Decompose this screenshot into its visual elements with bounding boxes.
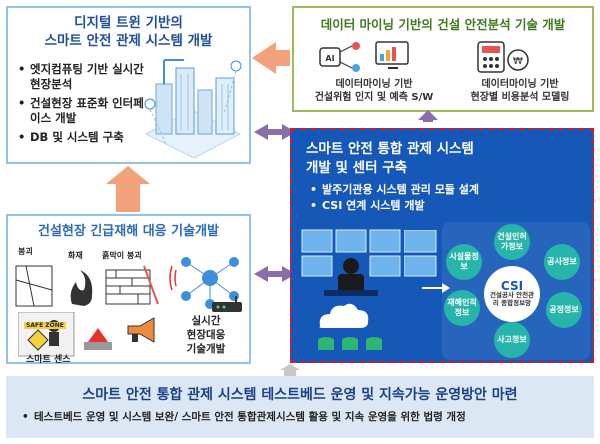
control-room-illustration: [301, 229, 401, 350]
center-title-line1: 스마트 안전 통합 관제 시스템: [306, 141, 474, 157]
ai-text: AI: [325, 54, 334, 63]
cost-calculator-icon: ₩: [477, 41, 529, 73]
csi-title: CSI: [500, 279, 524, 293]
digital-twin-item: 엣지컴퓨팅 기반 실시간 현장분석: [18, 62, 148, 92]
testbed-item: 테스트베드 운영 및 시스템 보완/ 스마트 안전 통합관제시스템 활용 및 지…: [22, 410, 466, 425]
center-title-line2: 개발 및 센터 구축: [306, 160, 408, 176]
center-twin-double-arrow: [254, 124, 296, 140]
testbed-operation-box: 스마트 안전 통합 관제 시스템 테스트베드 운영 및 지속가능 운영방안 마련…: [6, 376, 594, 438]
mining-right-label-line2: 현장별 비용분석 모델링: [470, 92, 570, 103]
center-item: 발주기관용 시스템 관리 모듈 설계: [310, 182, 479, 197]
router-icon: [212, 296, 242, 312]
safe-zone-label: SAFE ZONE: [24, 322, 66, 329]
center-emergency-double-arrow: [254, 266, 296, 282]
digital-twin-title-line2: 스마트 안전 관제 시스템 개발: [44, 33, 213, 49]
fire-label: 화재: [68, 251, 83, 260]
center-item: CSI 연계 시스템 개발: [310, 198, 479, 213]
smart-sense-label: 스마트 센스: [26, 355, 71, 365]
sensor-network-icon: [169, 257, 239, 309]
csi-node-construction: 공사정보: [544, 244, 580, 280]
csi-node-permit: 건설인허가정보: [494, 224, 530, 260]
csi-cluster: CSI 건설공사 안전관리 종합정보망 건설인허가정보 공사정보 공정정보 사고…: [442, 222, 590, 360]
csi-node-accident: 사고정보: [494, 322, 530, 358]
mining-left-label: 데이터마이닝 기반 건설위험 인지 및 예측 S/W: [304, 78, 444, 104]
database-icon: [318, 337, 382, 350]
csi-hub: CSI 건설공사 안전관리 종합정보망: [484, 266, 540, 322]
realtime-line2: 현장대응: [186, 329, 226, 341]
mining-left-label-line1: 데이터마이닝 기반: [335, 79, 413, 90]
csi-node-facility: 시설물정보: [446, 244, 482, 280]
csi-node-disaster: 재해인적정보: [444, 290, 480, 326]
mining-center-double-arrow: [418, 110, 438, 122]
digital-twin-item: DB 및 시스템 구축: [18, 130, 148, 145]
realtime-response-label: 실시간 현장대응 기술개발: [164, 314, 248, 356]
integrated-control-center-box: 스마트 안전 통합 관제 시스템 개발 및 센터 구축 발주기관용 시스템 관리…: [290, 128, 594, 363]
wall-collapse-label: 흙막이 붕괴: [102, 251, 142, 260]
disaster-illustration: [15, 265, 159, 307]
mining-left-label-line2: 건설위험 인지 및 예측 S/W: [314, 92, 434, 103]
center-to-bottom-arrow: [280, 364, 300, 376]
testbed-list: 테스트베드 운영 및 시스템 보완/ 스마트 안전 통합관제시스템 활용 및 지…: [22, 410, 466, 429]
ai-chip-icon: AI: [319, 42, 360, 72]
data-mining-title: 데이터 마이닝 기반의 건설 안전분석 기술 개발: [320, 17, 566, 32]
mining-right-label-line1: 데이터마이닝 기반: [481, 79, 559, 90]
emergency-response-box: 건설현장 긴급재해 대응 기술개발 붕괴 화재 흙막이 붕괴 SAFE ZONE…: [6, 214, 251, 365]
data-mining-box: 데이터 마이닝 기반의 건설 안전분석 기술 개발 AI 데이터마이닝 기반 건…: [292, 6, 594, 112]
analysis-monitor-icon: [375, 41, 409, 69]
center-to-csi-arrow: [422, 283, 450, 293]
emergency-to-twin-arrow: [106, 166, 150, 212]
svg-text:₩: ₩: [513, 56, 523, 67]
digital-twin-box: 디지털 트윈 기반의 스마트 안전 관제 시스템 개발 엣지컴퓨팅 기반 실시간…: [6, 6, 251, 164]
smart-sense-illustration: [18, 312, 112, 357]
csi-subtitle: 건설공사 안전관리 종합정보망: [489, 291, 535, 307]
mining-right-label: 데이터마이닝 기반 현장별 비용분석 모델링: [450, 78, 590, 104]
monitor-panel-icon: [404, 230, 437, 277]
emergency-title: 건설현장 긴급재해 대응 기술개발: [37, 224, 220, 239]
testbed-title: 스마트 안전 통합 관제 시스템 테스트베드 운영 및 지속가능 운영방안 마련: [82, 387, 518, 403]
megaphone-icon: [127, 317, 155, 343]
realtime-line1: 실시간: [191, 315, 221, 327]
smart-city-illustration: [144, 59, 242, 159]
digital-twin-list: 엣지컴퓨팅 기반 실시간 현장분석 건설현장 표준화 인터페이스 개발 DB 및…: [18, 62, 148, 149]
center-title: 스마트 안전 통합 관제 시스템 개발 및 센터 구축: [306, 140, 576, 178]
center-list: 발주기관용 시스템 관리 모듈 설계 CSI 연계 시스템 개발: [310, 182, 479, 214]
csi-node-process: 공정정보: [546, 292, 582, 328]
digital-twin-title-line1: 디지털 트윈 기반의: [74, 15, 183, 31]
digital-twin-title: 디지털 트윈 기반의 스마트 안전 관제 시스템 개발: [8, 14, 249, 50]
mining-to-twin-arrow: [252, 42, 290, 74]
collapse-label: 붕괴: [18, 247, 33, 256]
realtime-line3: 기술개발: [186, 343, 226, 355]
digital-twin-item: 건설현장 표준화 인터페이스 개발: [18, 96, 148, 126]
